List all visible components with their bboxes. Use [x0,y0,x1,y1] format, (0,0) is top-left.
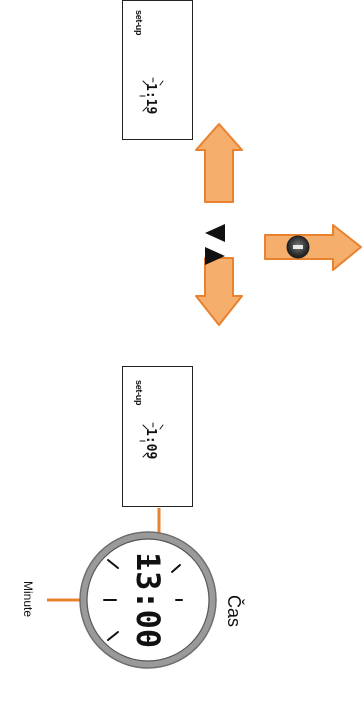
circle-button-icon[interactable] [286,235,310,259]
arrow-up [195,123,243,203]
triangle-down-icon[interactable] [205,247,225,265]
arrow-right [264,224,362,271]
screen-bottom: set-up 1:09 [122,366,193,507]
flash-rays-bottom [139,422,164,458]
minute-label: Minute [21,580,35,618]
watch-time: 13:00 [129,551,167,649]
watch-face [79,531,217,669]
triangle-up-icon[interactable] [205,224,225,242]
arrow-down [195,257,243,326]
cas-label: Čas [224,595,244,628]
flash-rays-top [139,77,164,112]
screen-top: set-up 1:19 [122,0,193,140]
